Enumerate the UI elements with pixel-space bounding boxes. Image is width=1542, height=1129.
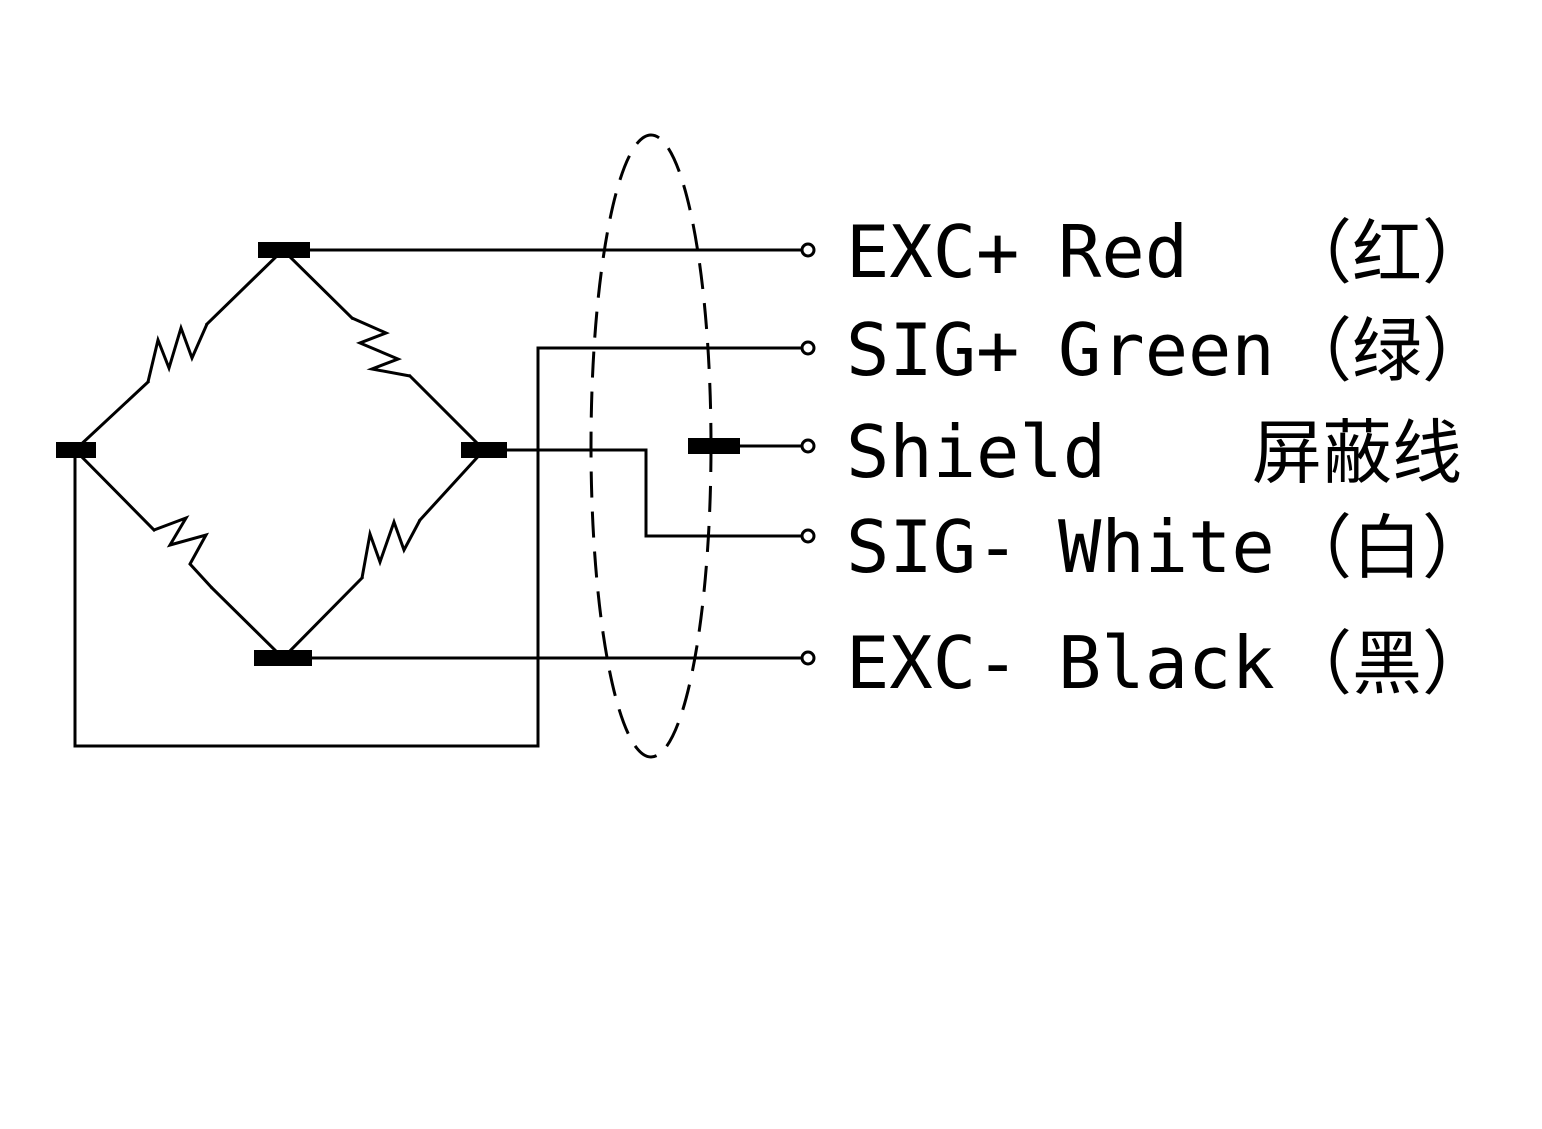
label-shield-signal: Shield	[846, 410, 1106, 494]
label-sig-plus-signal: SIG+	[846, 308, 1019, 392]
arm-bottom-right-wire-b	[280, 575, 365, 661]
label-sig-plus-cn: （绿）	[1282, 310, 1492, 392]
wire-sig-plus	[73, 346, 803, 748]
cable-shield-outline	[589, 133, 713, 759]
resistor-bottom-left	[153, 515, 214, 590]
label-exc-plus-cn: （红）	[1282, 212, 1492, 294]
bridge-nodes	[56, 242, 740, 666]
terminal-sig-plus	[800, 340, 816, 356]
bridge-arms	[72, 247, 487, 661]
terminal-exc-minus	[800, 650, 816, 666]
terminals	[800, 242, 816, 666]
terminal-shield	[800, 438, 816, 454]
label-sig-minus-cn: （白）	[1282, 507, 1492, 589]
arm-top-right-wire-b	[407, 373, 487, 453]
arm-bottom-left-wire-a	[72, 447, 157, 533]
arm-top-left-wire-b	[72, 379, 151, 453]
node-top-pad	[258, 242, 310, 258]
wire-labels: EXC+ Red （红） SIG+ Green （绿） Shield 屏蔽线 S…	[846, 210, 1492, 705]
label-exc-plus-signal: EXC+	[846, 210, 1019, 294]
wire-sig-minus	[505, 448, 803, 538]
label-shield-cn: 屏蔽线	[1252, 412, 1462, 494]
label-sig-plus-color: Green	[1058, 308, 1275, 392]
label-sig-minus-color: White	[1058, 505, 1275, 589]
arm-bottom-right-wire-a	[417, 447, 487, 523]
label-exc-minus-color: Black	[1058, 621, 1275, 705]
node-right-pad	[461, 442, 507, 458]
arm-bottom-left-wire-b	[209, 585, 286, 661]
label-sig-minus-signal: SIG-	[846, 505, 1019, 589]
label-exc-plus-color: Red	[1058, 210, 1188, 294]
resistor-top-right	[351, 316, 411, 378]
terminal-exc-plus	[800, 242, 816, 258]
terminal-sig-minus	[800, 528, 816, 544]
node-left-pad	[56, 442, 96, 458]
label-exc-minus-signal: EXC-	[846, 621, 1019, 705]
arm-top-right-wire-a	[280, 247, 355, 321]
resistor-top-left	[146, 323, 209, 383]
label-exc-minus-cn: （黑）	[1282, 623, 1492, 705]
lead-wires	[73, 248, 803, 748]
shield-pad	[688, 438, 740, 454]
node-bottom-pad	[254, 650, 312, 666]
arm-top-left-wire-a	[204, 247, 286, 327]
resistor-bottom-right	[360, 517, 422, 579]
resistors	[146, 316, 422, 590]
